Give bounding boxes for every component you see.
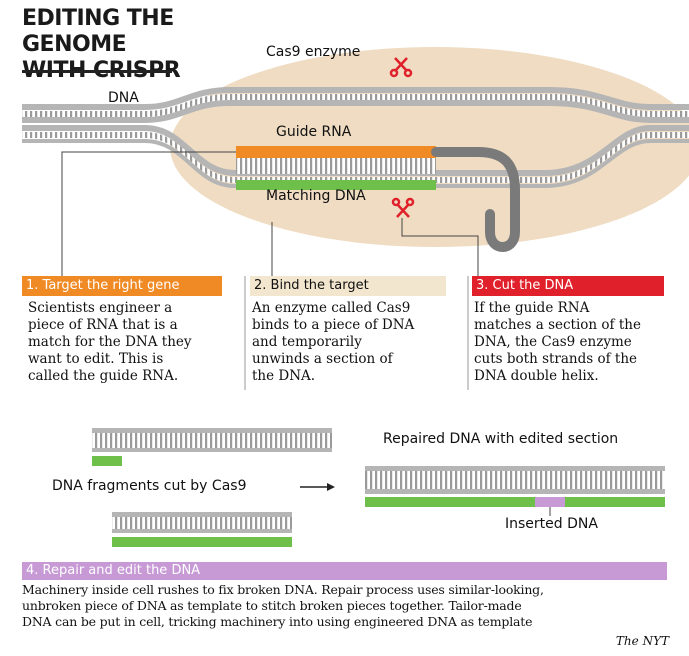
repaired-dna xyxy=(365,466,665,507)
step-3-line: cuts both strands of the xyxy=(474,351,638,367)
guide-rna-strand xyxy=(236,146,436,158)
inserted-dna-label: Inserted DNA xyxy=(505,516,598,532)
step-2: 2. Bind the target An enzyme called Cas9… xyxy=(250,276,464,385)
matching-dna-label: Matching DNA xyxy=(266,188,366,204)
title-line-1: EDITING THE GENOME xyxy=(22,6,174,57)
step-1-line: Scientists engineer a xyxy=(28,300,173,316)
dna-label: DNA xyxy=(108,90,139,106)
step-3: 3. Cut the DNA If the guide RNA matches … xyxy=(472,276,686,385)
dna-top-strand-inner xyxy=(22,100,689,123)
step-1-line: called the guide RNA. xyxy=(28,368,179,384)
cut-scissors-top-icon xyxy=(389,57,413,78)
repaired-dna-label: Repaired DNA with edited section xyxy=(383,431,619,447)
step-1-heading: 1. Target the right gene xyxy=(22,276,222,296)
step-4: 4. Repair and edit the DNA Machinery ins… xyxy=(22,562,667,630)
leader-line-step3 xyxy=(401,218,479,276)
step-4-line: DNA can be put in cell, tricking machine… xyxy=(22,614,533,629)
matching-dna-strand xyxy=(236,180,436,190)
step-3-line: DNA double helix. xyxy=(474,368,599,384)
guide-rna-rungs xyxy=(236,158,436,166)
step-2-line: binds to a piece of DNA xyxy=(252,317,415,333)
dna-bottom-rungs xyxy=(22,132,689,183)
cas9-enzyme-label: Cas9 enzyme xyxy=(266,44,361,60)
step-2-line: and temporarily xyxy=(252,334,362,350)
guide-rna-tail xyxy=(431,147,520,252)
step-3-line: DNA, the Cas9 enzyme xyxy=(474,334,632,350)
step-1-line: piece of RNA that is a xyxy=(28,317,178,333)
leader-line-step1 xyxy=(61,151,236,276)
step-4-line: unbroken piece of DNA as template to sti… xyxy=(22,598,522,613)
title-rule xyxy=(22,70,172,73)
step-4-heading: 4. Repair and edit the DNA xyxy=(22,562,667,580)
fragments-label: DNA fragments cut by Cas9 xyxy=(52,478,247,494)
step-2-line: unwinds a section of xyxy=(252,351,393,367)
step-4-line: Machinery inside cell rushes to fix brok… xyxy=(22,582,544,597)
step-3-body: If the guide RNA matches a section of th… xyxy=(474,300,686,385)
step-1-line: want to edit. This is xyxy=(28,351,164,367)
step-1-line: match for the DNA they xyxy=(28,334,192,350)
inserted-dna-segment xyxy=(535,497,565,507)
step-2-body: An enzyme called Cas9 binds to a piece o… xyxy=(252,300,464,385)
credit: The NYT xyxy=(615,634,669,648)
cut-scissors-bottom-icon xyxy=(391,197,415,218)
step-3-line: If the guide RNA xyxy=(474,300,590,316)
arrow-right-icon xyxy=(300,483,335,491)
step-1-body: Scientists engineer a piece of RNA that … xyxy=(28,300,240,385)
guide-rna-label: Guide RNA xyxy=(276,124,352,140)
dna-top-strand xyxy=(22,87,689,110)
step-3-line: matches a section of the xyxy=(474,317,641,333)
step-4-body: Machinery inside cell rushes to fix brok… xyxy=(22,582,667,630)
step-2-heading: 2. Bind the target xyxy=(250,276,446,296)
dna-fragment-1 xyxy=(92,428,332,466)
step-2-line: An enzyme called Cas9 xyxy=(252,300,411,316)
dna-fragment-2 xyxy=(112,512,292,547)
step-2-line: the DNA. xyxy=(252,368,316,384)
matching-rungs xyxy=(236,166,436,174)
step-3-heading: 3. Cut the DNA xyxy=(472,276,664,296)
step-1: 1. Target the right gene Scientists engi… xyxy=(22,276,240,385)
dna-top-rungs xyxy=(22,94,689,117)
